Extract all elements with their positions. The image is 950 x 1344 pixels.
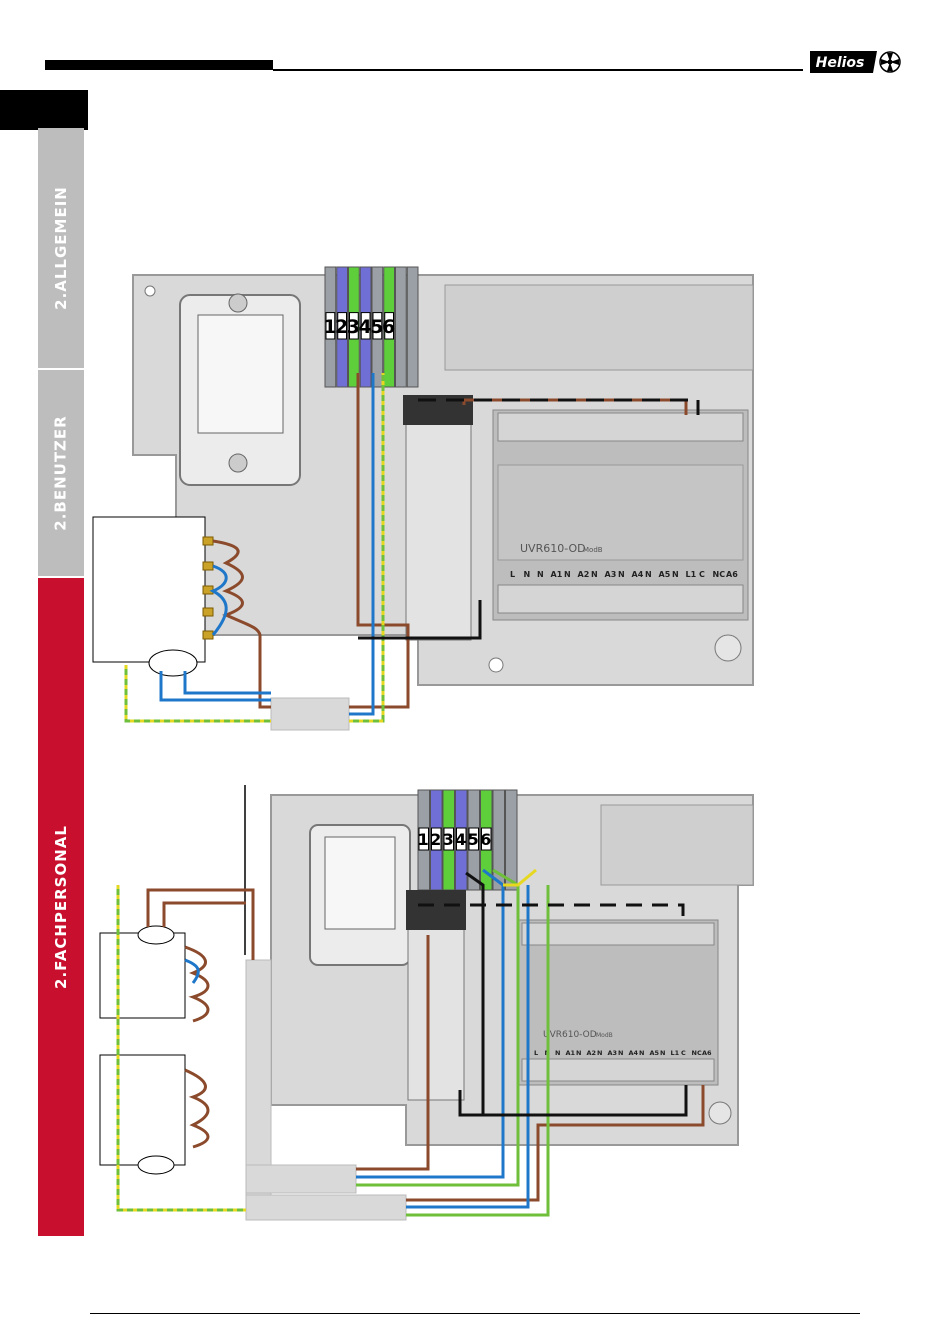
tab-fachpersonal-label: 2.FACHPERSONAL xyxy=(52,825,70,989)
motor-box xyxy=(93,517,213,676)
output-terminal-label: A6 xyxy=(726,570,738,579)
output-terminal-label: A5 xyxy=(659,570,671,579)
output-terminal-label: N xyxy=(564,570,571,579)
knob xyxy=(709,1102,731,1124)
output-terminal-label: L xyxy=(534,1049,538,1057)
output-terminal-label: NC xyxy=(713,570,726,579)
terminal-slot xyxy=(407,267,418,387)
output-terminal-label: A3 xyxy=(605,570,617,579)
output-terminal-label: N xyxy=(537,570,544,579)
output-terminal-label: L1 xyxy=(686,570,697,579)
terminal-number: 1 xyxy=(418,830,429,849)
output-terminal-label: A4 xyxy=(629,1049,639,1057)
cable-duct xyxy=(601,805,753,885)
relay-module xyxy=(406,415,471,640)
output-terminal-label: C xyxy=(681,1049,686,1057)
terminal-number: 3 xyxy=(443,830,454,849)
output-terminal-label: N xyxy=(597,1049,602,1057)
cable-duct xyxy=(445,285,753,370)
controller-name: UVR610-OD xyxy=(543,1030,597,1040)
output-terminal-label: A4 xyxy=(632,570,644,579)
output-terminal-label: N xyxy=(645,570,652,579)
output-terminal-label: N xyxy=(591,570,598,579)
controller-name: UVR610-OD xyxy=(520,542,586,555)
controller-suffix: ModB xyxy=(583,546,603,554)
terminal-number: 6 xyxy=(382,316,395,338)
output-terminal-label: A2 xyxy=(587,1049,597,1057)
output-terminal-label: A6 xyxy=(702,1049,712,1057)
output-terminal-label: A1 xyxy=(551,570,563,579)
output-terminal-label: A1 xyxy=(566,1049,576,1057)
output-terminal-label: N xyxy=(524,570,531,579)
output-terminal-label: L xyxy=(510,570,515,579)
cable-gland xyxy=(246,1165,356,1193)
helios-logo: Helios xyxy=(807,47,903,77)
output-terminal-label: N xyxy=(555,1049,560,1057)
output-terminal-label: N xyxy=(576,1049,581,1057)
mains-filter xyxy=(180,294,300,485)
output-terminal-label: N xyxy=(618,570,625,579)
output-terminal-label: A2 xyxy=(578,570,590,579)
header-rule xyxy=(273,69,803,71)
cable-duct-vertical xyxy=(246,960,271,1200)
output-terminal-label: A5 xyxy=(650,1049,660,1057)
tab-fachpersonal[interactable]: 2.FACHPERSONAL xyxy=(38,578,84,1236)
cable-gland xyxy=(271,698,349,730)
terminal-number: 6 xyxy=(480,830,491,849)
tab-benutzer-label: 2.BENUTZER xyxy=(52,415,70,530)
mains-filter xyxy=(310,825,410,965)
logo-text: Helios xyxy=(816,55,865,71)
output-terminal-label: L1 xyxy=(671,1049,680,1057)
terminal-slot xyxy=(396,267,407,387)
wiring-diagram-bottom: 123456 UVR610-OD ModB LNNA1NA2NA3NA4NA5N… xyxy=(88,785,768,1225)
cable-gland xyxy=(246,1195,406,1220)
fan-icon xyxy=(880,52,900,72)
terminal-number: 4 xyxy=(455,830,466,849)
header-bar xyxy=(45,60,273,70)
relay-cap xyxy=(406,890,466,930)
output-terminal-label: A3 xyxy=(608,1049,618,1057)
tab-allgemein[interactable]: 2.ALLGEMEIN xyxy=(38,128,84,368)
terminal-slot xyxy=(506,790,518,890)
motor-box xyxy=(100,926,185,1018)
output-terminal-label: C xyxy=(699,570,705,579)
terminal-number: 2 xyxy=(430,830,441,849)
output-terminal-label: N xyxy=(639,1049,644,1057)
tab-allgemein-label: 2.ALLGEMEIN xyxy=(52,186,70,310)
output-terminal-label: N xyxy=(660,1049,665,1057)
terminal-number: 5 xyxy=(468,830,479,849)
output-terminal-label: N xyxy=(672,570,679,579)
output-terminal-label: N xyxy=(618,1049,623,1057)
tab-benutzer[interactable]: 2.BENUTZER xyxy=(38,370,84,576)
knob xyxy=(715,635,741,661)
footer-rule xyxy=(90,1313,860,1314)
chapter-marker xyxy=(0,90,88,130)
motor-box xyxy=(100,1055,185,1174)
output-terminal-label: NC xyxy=(692,1049,702,1057)
controller-suffix: ModB xyxy=(596,1032,613,1039)
